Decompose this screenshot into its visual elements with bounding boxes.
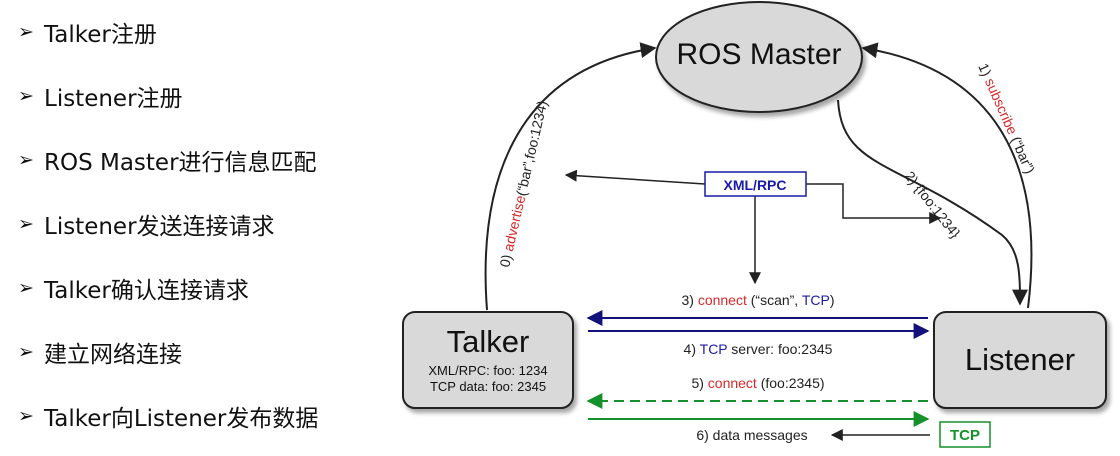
listener-node: Listener bbox=[933, 311, 1107, 409]
arrow-bullet-icon: ➢ bbox=[18, 149, 34, 171]
tcp-box: TCP bbox=[939, 421, 991, 448]
list-item: ➢ Talker向Listener发布数据 bbox=[8, 396, 318, 436]
listener-title: Listener bbox=[965, 342, 1075, 377]
advertise-arrow bbox=[484, 42, 657, 311]
step-text: 建立网络连接 bbox=[44, 342, 182, 368]
arrow-bullet-icon: ➢ bbox=[18, 341, 34, 363]
ros-master-node: ROS Master bbox=[655, 1, 863, 113]
talker-node: Talker XML/RPC: foo: 1234 TCP data: foo:… bbox=[402, 311, 574, 409]
list-item: ➢ 建立网络连接 bbox=[8, 332, 182, 372]
connect-tcp-label: 5) connect (foo:2345) bbox=[691, 375, 824, 391]
subscribe-arrow bbox=[861, 42, 1033, 309]
talker-tcp-line: TCP data: foo: 2345 bbox=[430, 379, 546, 394]
list-item: ➢ Listener发送连接请求 bbox=[8, 204, 275, 244]
data-messages-label: 6) data messages bbox=[696, 427, 807, 443]
arrow-bullet-icon: ➢ bbox=[18, 213, 34, 235]
xmlrpc-left-connector bbox=[564, 169, 706, 185]
list-item: ➢ Talker注册 bbox=[8, 12, 157, 52]
arrow-bullet-icon: ➢ bbox=[18, 85, 34, 107]
list-item: ➢ Talker确认连接请求 bbox=[8, 268, 249, 308]
reply-arrow bbox=[837, 99, 1028, 306]
step-text: Talker注册 bbox=[44, 22, 157, 48]
connect-request-label: 3) connect (“scan”, TCP) bbox=[681, 292, 834, 308]
step-text: Talker确认连接请求 bbox=[44, 278, 249, 304]
arrow-bullet-icon: ➢ bbox=[18, 405, 34, 427]
master-title: ROS Master bbox=[676, 38, 841, 71]
step-text: Talker向Listener发布数据 bbox=[44, 406, 319, 432]
xmlrpc-box: XML/RPC bbox=[704, 171, 807, 197]
list-item: ➢ Listener注册 bbox=[8, 76, 183, 116]
step-text: ROS Master进行信息匹配 bbox=[44, 150, 317, 176]
tcp-box-label: TCP bbox=[950, 427, 980, 444]
xmlrpc-right-connector bbox=[806, 183, 942, 224]
arrow-bullet-icon: ➢ bbox=[18, 277, 34, 299]
tcp-server-label: 4) TCP server: foo:2345 bbox=[684, 341, 833, 357]
list-item: ➢ ROS Master进行信息匹配 bbox=[8, 140, 317, 180]
arrow-bullet-icon: ➢ bbox=[18, 21, 34, 43]
step-text: Listener发送连接请求 bbox=[44, 214, 275, 240]
talker-title: Talker bbox=[447, 324, 530, 359]
talker-xmlrpc-line: XML/RPC: foo: 1234 bbox=[428, 363, 547, 378]
xmlrpc-label: XML/RPC bbox=[724, 177, 787, 193]
subscribe-label: 1) subscribe (“bar”) bbox=[975, 61, 1038, 176]
step-text: Listener注册 bbox=[44, 86, 183, 112]
